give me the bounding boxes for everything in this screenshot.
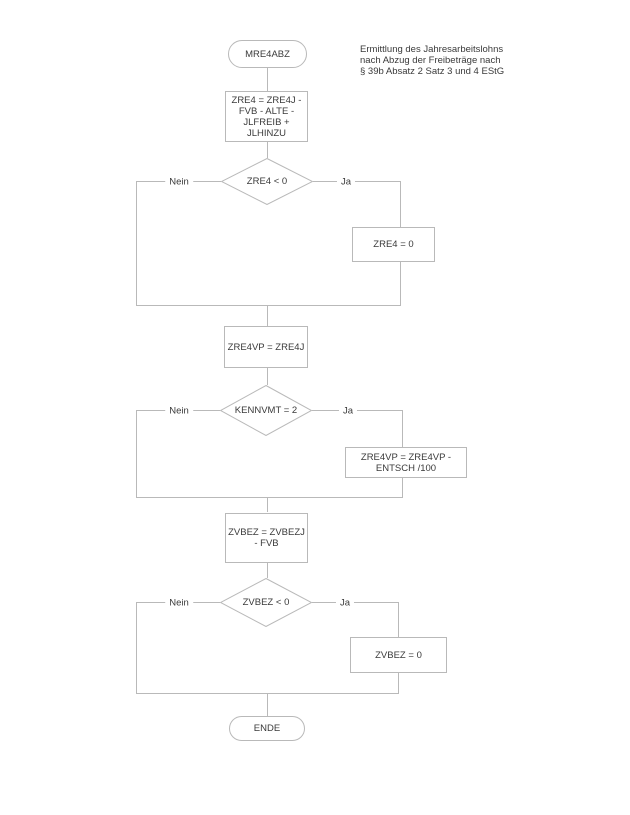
branch-label-no: Nein [165, 597, 193, 609]
connector-line [398, 673, 399, 693]
connector-line [267, 68, 268, 91]
connector-line [267, 305, 268, 326]
decision-kennvmt-label: KENNVMT = 2 [234, 405, 298, 416]
connector-line [136, 305, 401, 306]
connector-line [136, 410, 137, 497]
end-label: ENDE [253, 723, 281, 734]
connector-line [400, 181, 401, 227]
branch-label-no: Nein [165, 176, 193, 188]
annotation-note: Ermittlung des Jahresarbeitslohns nach A… [360, 44, 505, 77]
process-calc-entsch: ZRE4VP = ZRE4VP - ENTSCH /100 [345, 447, 467, 478]
branch-label-yes: Ja [338, 405, 358, 417]
connector-line [312, 602, 398, 603]
connector-line [136, 181, 137, 305]
connector-line [267, 563, 268, 578]
process-set-zre4: ZRE4 = 0 [352, 227, 435, 262]
diamond-shape-icon [220, 578, 312, 627]
process-set-zvbez: ZVBEZ = 0 [350, 637, 447, 673]
connector-line [313, 181, 400, 182]
connector-line [136, 693, 399, 694]
connector-line [398, 602, 399, 637]
process-calc-zre4: ZRE4 = ZRE4J - FVB - ALTE - JLFREIB + JL… [225, 91, 308, 142]
end-terminator: ENDE [229, 716, 305, 741]
connector-line [400, 262, 401, 305]
diamond-shape-icon [220, 385, 312, 436]
decision-zre4-label: ZRE4 < 0 [246, 176, 288, 187]
decision-zvbez-label: ZVBEZ < 0 [242, 597, 290, 608]
connector-line [267, 142, 268, 158]
connector-line [136, 497, 403, 498]
connector-line [402, 410, 403, 447]
branch-label-yes: Ja [336, 176, 356, 188]
start-terminator: MRE4ABZ [228, 40, 307, 68]
decision-zre4: ZRE4 < 0 [221, 158, 313, 205]
process-calc-zvbez: ZVBEZ = ZVBEZJ - FVB [225, 513, 308, 563]
connector-line [267, 497, 268, 512]
connector-line [267, 693, 268, 716]
process-calc-zre4vp: ZRE4VP = ZRE4J [224, 326, 308, 368]
start-label: MRE4ABZ [245, 48, 290, 60]
connector-line [402, 478, 403, 497]
connector-line [267, 368, 268, 385]
branch-label-no: Nein [165, 405, 193, 417]
connector-line [136, 602, 137, 693]
decision-zvbez: ZVBEZ < 0 [220, 578, 312, 627]
decision-kennvmt: KENNVMT = 2 [220, 385, 312, 436]
branch-label-yes: Ja [335, 597, 355, 609]
diamond-shape-icon [221, 158, 313, 205]
